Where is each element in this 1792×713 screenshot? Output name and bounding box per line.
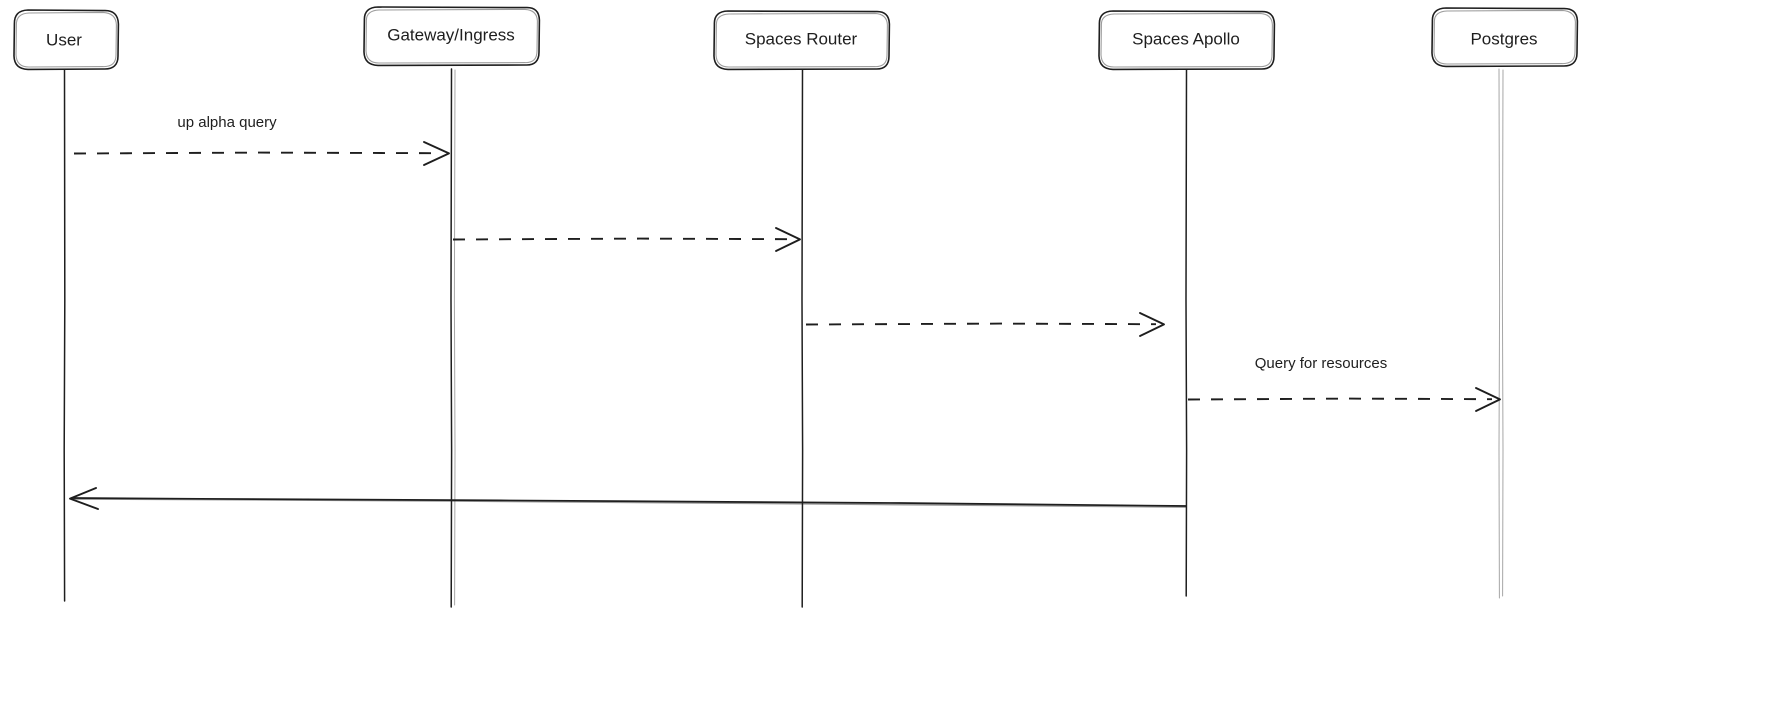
message-3[interactable]: [805, 312, 1165, 337]
message-5[interactable]: [69, 487, 1187, 510]
participant-label-gateway: Gateway/Ingress: [387, 25, 515, 44]
participant-gateway[interactable]: Gateway/Ingress: [363, 6, 541, 67]
message-label-1: up alpha query: [177, 114, 277, 131]
message-label-4: Query for resources: [1255, 355, 1388, 372]
participant-postgres[interactable]: Postgres: [1431, 7, 1579, 68]
message-4[interactable]: Query for resources: [1187, 355, 1501, 412]
lifeline-router: [801, 68, 804, 608]
message-1[interactable]: up alpha query: [73, 114, 450, 166]
participant-label-postgres: Postgres: [1470, 29, 1537, 48]
participant-apollo[interactable]: Spaces Apollo: [1098, 10, 1276, 71]
lifeline-postgres: [1498, 68, 1504, 599]
participant-router[interactable]: Spaces Router: [713, 10, 891, 71]
lifelines-group: [63, 68, 1504, 608]
participant-label-apollo: Spaces Apollo: [1132, 29, 1240, 48]
participant-user[interactable]: User: [13, 9, 120, 71]
message-2[interactable]: [452, 227, 801, 252]
lifeline-gateway: [450, 68, 456, 608]
lifeline-user: [63, 68, 66, 602]
lifeline-apollo: [1185, 68, 1188, 597]
participant-label-user: User: [46, 30, 82, 49]
participant-label-router: Spaces Router: [745, 29, 858, 48]
